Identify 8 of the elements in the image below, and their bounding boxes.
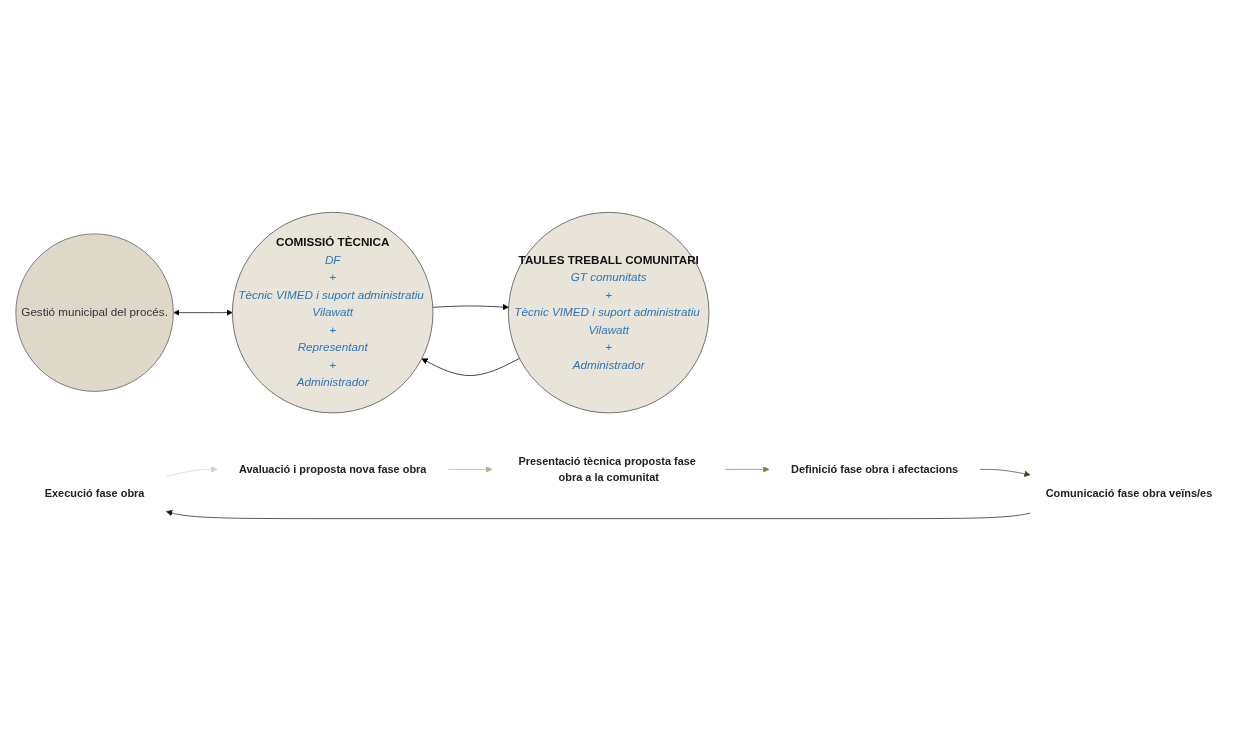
node-text: Comunicació fase obra veïns/es — [1045, 487, 1213, 500]
node-circle — [15, 233, 174, 392]
node-text: Definició fase obra i afectacions — [791, 462, 959, 476]
node-text: Avaluació i proposta nova fase obra — [238, 462, 427, 476]
node-text: Presentació tècnica proposta fase obra a la comunitat — [518, 454, 696, 484]
node-circle — [508, 212, 710, 414]
node-text: Execució fase obra — [44, 487, 145, 500]
node-circle — [232, 212, 434, 414]
